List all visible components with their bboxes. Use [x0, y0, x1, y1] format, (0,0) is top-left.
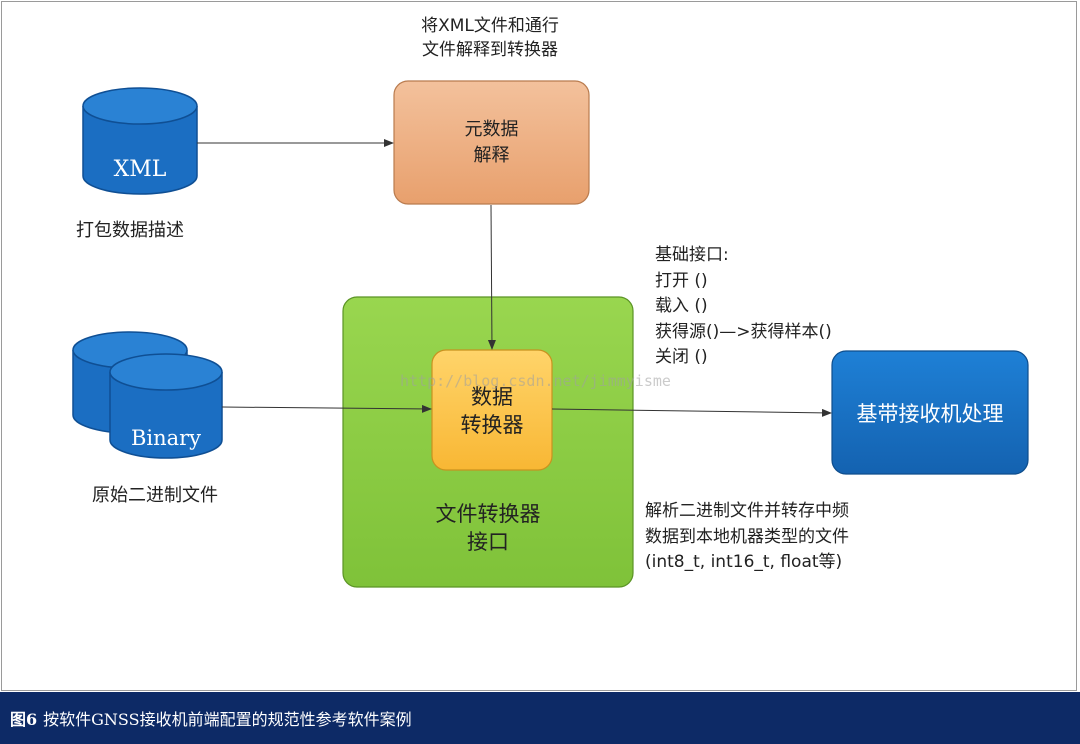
top-annotation-line: 将XML文件和通行	[421, 16, 559, 36]
arrow-metadata-to-converter	[487, 204, 496, 350]
basic-interface-line: 载入 ()	[655, 296, 708, 316]
converter-interface-label: 文件转换器 接口	[343, 500, 633, 556]
xml-label: XML	[113, 157, 167, 182]
diagram-canvas	[72, 80, 1029, 588]
basic-interface-list: 基础接口: 打开 () 载入 () 获得源()—>获得样本() 关闭 ()	[655, 243, 832, 371]
binary-label: Binary	[130, 426, 202, 450]
figure-caption-text: 按软件GNSS接收机前端配置的规范性参考软件案例	[43, 710, 412, 729]
arrow-converter-to-baseband	[551, 408, 832, 417]
converter-interface-label-line: 文件转换器	[435, 502, 541, 526]
xml-database-icon	[82, 87, 198, 195]
basic-interface-line: 获得源()—>获得样本()	[655, 321, 832, 342]
basic-interface-line: 基础接口:	[655, 245, 729, 265]
figure-number: 图6	[10, 710, 38, 729]
xml-caption: 打包数据描述	[76, 220, 184, 241]
data-converter-box	[431, 349, 553, 471]
top-annotation-line: 文件解释到转换器	[422, 40, 558, 60]
parse-note: 解析二进制文件并转存中频 数据到本地机器类型的文件 (int8_t, int16…	[645, 499, 849, 576]
binary-database-icon	[72, 331, 223, 459]
converter-interface-label-line: 接口	[467, 530, 509, 554]
binary-caption: 原始二进制文件	[92, 485, 218, 506]
metadata-box	[393, 80, 590, 205]
data-converter-label-line: 数据	[471, 385, 513, 409]
parse-note-line: 解析二进制文件并转存中频	[645, 501, 849, 521]
baseband-label: 基带接收机处理	[856, 402, 1004, 426]
baseband-box	[831, 350, 1029, 475]
data-converter-label: 数据 转换器	[432, 383, 552, 439]
metadata-label-line: 解释	[473, 145, 510, 166]
basic-interface-line: 关闭 ()	[655, 347, 708, 367]
data-converter-label-line: 转换器	[460, 413, 524, 437]
basic-interface-line: 打开 ()	[655, 270, 708, 291]
parse-note-line: 数据到本地机器类型的文件	[645, 526, 849, 547]
top-annotation: 将XML文件和通行 文件解释到转换器	[390, 14, 590, 62]
figure-caption-bar: 图6 按软件GNSS接收机前端配置的规范性参考软件案例	[0, 692, 1080, 744]
arrow-binary-to-converter	[221, 404, 432, 413]
parse-note-line: (int8_t, int16_t, float等)	[645, 552, 843, 572]
metadata-label-line: 元数据	[464, 119, 519, 140]
metadata-label: 元数据 解释	[394, 117, 589, 169]
watermark: http://blog.csdn.net/jimmyisme	[400, 372, 671, 390]
